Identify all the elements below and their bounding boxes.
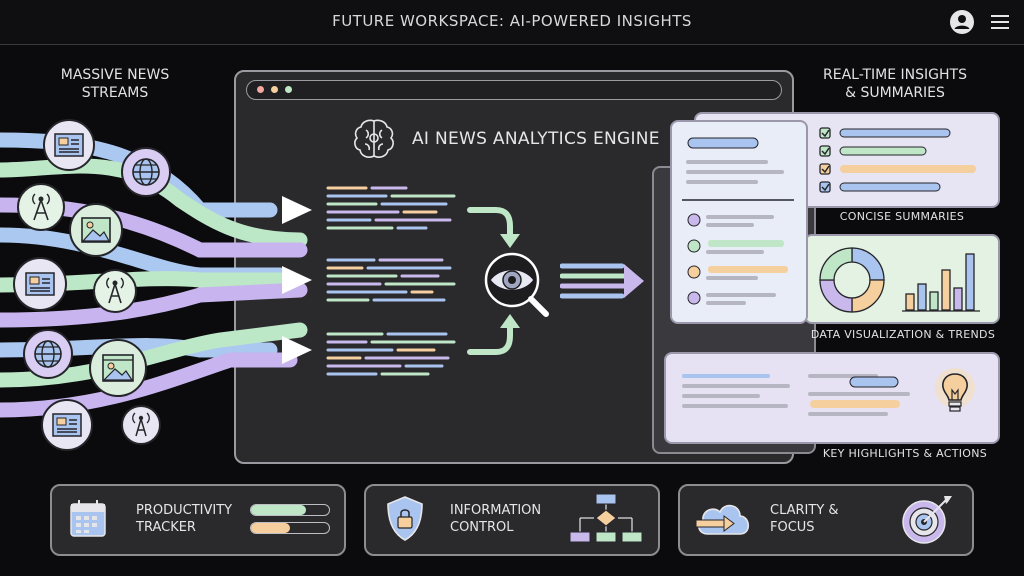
streams-title: MASSIVE NEWS STREAMS [40, 66, 190, 102]
calendar-icon [70, 500, 106, 537]
streams-title-line2: STREAMS [81, 85, 149, 101]
summary-checklist [819, 127, 976, 193]
insights-title-line2: & SUMMARIES [845, 85, 945, 101]
productivity-tracker-text: PRODUCTIVITY TRACKER [136, 502, 232, 536]
streams-title-line1: MASSIVE NEWS [60, 67, 170, 83]
clarity-focus-text: CLARITY & FOCUS [770, 502, 839, 536]
dataviz-panel [804, 234, 1000, 324]
clarity-line1: CLARITY & [770, 503, 839, 518]
progress-bar-2 [250, 522, 330, 534]
hamburger-menu-icon[interactable] [990, 14, 1010, 30]
dataviz-graphics [819, 247, 980, 313]
cloud-arrow-icon [695, 504, 750, 535]
dataviz-label: DATA VISUALIZATION & TRENDS [810, 328, 996, 341]
highlights-content [682, 374, 910, 416]
lightbulb-icon [935, 368, 975, 412]
output-arrow [560, 263, 644, 299]
source-broadcast-tower-icon-3 [121, 405, 161, 445]
source-image-icon-2 [89, 339, 147, 397]
information-control-text: INFORMATION CONTROL [450, 502, 541, 536]
page-title: FUTURE WORKSPACE: AI-POWERED INSIGHTS [332, 12, 692, 30]
information-line2: CONTROL [450, 520, 514, 535]
engine-address-bar [246, 80, 782, 100]
information-control-card[interactable]: INFORMATION CONTROL [364, 484, 660, 556]
text-block-1 [326, 186, 456, 230]
productivity-tracker-card[interactable]: PRODUCTIVITY TRACKER [50, 484, 346, 556]
source-newspaper-icon-1 [43, 119, 95, 171]
source-newspaper-icon-2 [13, 257, 67, 311]
donut-chart-icon [819, 247, 885, 313]
productivity-line1: PRODUCTIVITY [136, 503, 233, 518]
progress-bar-1 [250, 504, 330, 516]
shield-lock-icon [387, 496, 423, 541]
source-broadcast-tower-icon-1 [17, 183, 65, 231]
source-globe-icon-2 [23, 329, 73, 379]
target-icon [902, 496, 952, 544]
summaries-label: CONCISE SUMMARIES [839, 210, 965, 223]
source-broadcast-tower-icon-2 [93, 269, 137, 313]
document-panel [670, 120, 808, 324]
information-line1: INFORMATION [450, 503, 542, 518]
parsed-text-blocks [326, 186, 456, 376]
top-bar [0, 0, 1024, 45]
convergence-arrows [467, 207, 520, 355]
source-newspaper-icon-3 [41, 399, 93, 451]
insights-title-line1: REAL-TIME INSIGHTS [823, 67, 967, 83]
highlights-panel [664, 352, 1000, 444]
text-block-2 [326, 258, 456, 302]
productivity-line2: TRACKER [136, 520, 196, 535]
brain-icon [350, 116, 398, 162]
engine-title: AI NEWS ANALYTICS ENGINE [412, 129, 660, 149]
source-globe-icon-1 [121, 147, 171, 197]
document-content [682, 137, 794, 305]
window-dot-yellow [271, 86, 278, 93]
flowchart-icon [569, 493, 643, 543]
text-block-3 [326, 332, 456, 376]
source-image-icon-1 [69, 203, 123, 257]
clarity-focus-card[interactable]: CLARITY & FOCUS [678, 484, 974, 556]
bar-chart-icon [902, 253, 980, 312]
window-dot-red [257, 86, 264, 93]
user-circle-icon[interactable] [950, 10, 974, 34]
window-dot-green [285, 86, 292, 93]
eye-magnifier-icon [478, 250, 554, 322]
insights-title: REAL-TIME INSIGHTS & SUMMARIES [800, 66, 990, 102]
clarity-line2: FOCUS [770, 520, 815, 535]
highlights-label: KEY HIGHLIGHTS & ACTIONS [822, 447, 988, 460]
